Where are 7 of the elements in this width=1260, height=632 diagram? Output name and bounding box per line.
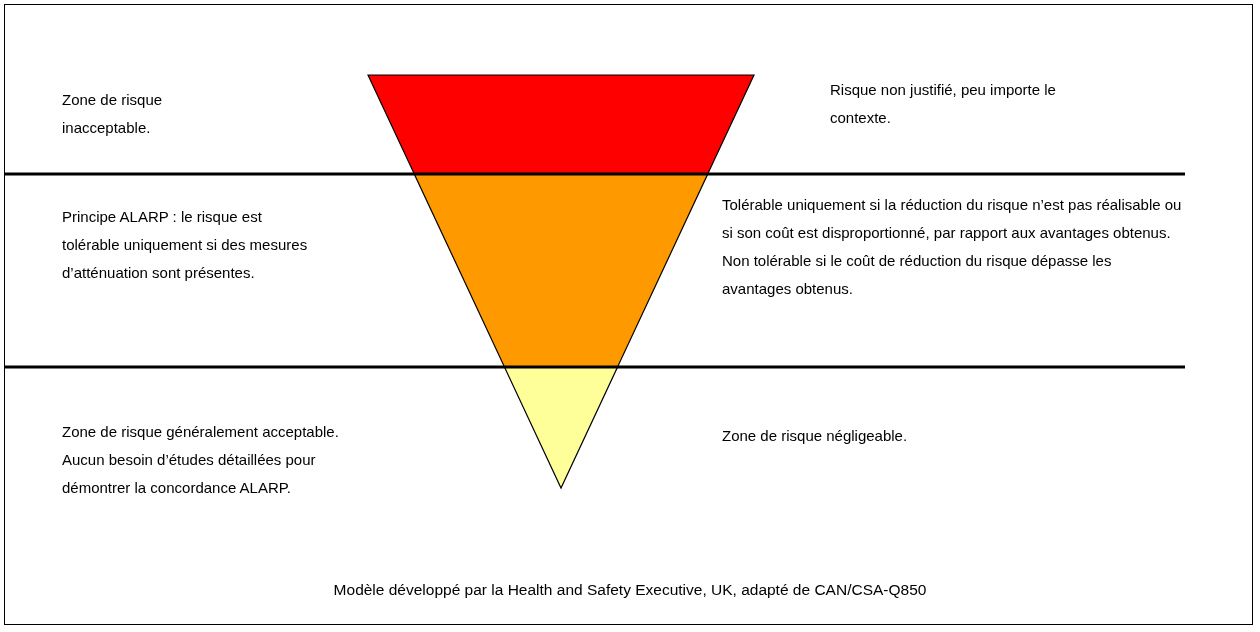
zone-description: Principe ALARP : le risque est tolérable uniquement si des mesures d’atténuation sont présentes.	[62, 207, 309, 283]
caption: Modèle développé par la Health and Safety Executive, UK, adapté de CAN/CSA-Q850	[332, 580, 928, 600]
zone-description: Risque non justifié, peu importe le contexte.	[830, 80, 1057, 128]
zone-description: Zone de risque inacceptable.	[62, 90, 164, 138]
zone-description: Tolérable uniquement si la réduction du risque n’est pas réalisable ou si son coût est disproportionné, par rapport aux avantages obtenus. Non tolérable si le coût de réduction du risque dépasse les avantages obtenus.	[722, 195, 1182, 299]
zone-description: Zone de risque généralement acceptable. Aucun besoin d’études détaillées pour démontrer la concordance ALARP.	[62, 422, 340, 498]
zone-description: Zone de risque négligeable.	[722, 426, 909, 446]
